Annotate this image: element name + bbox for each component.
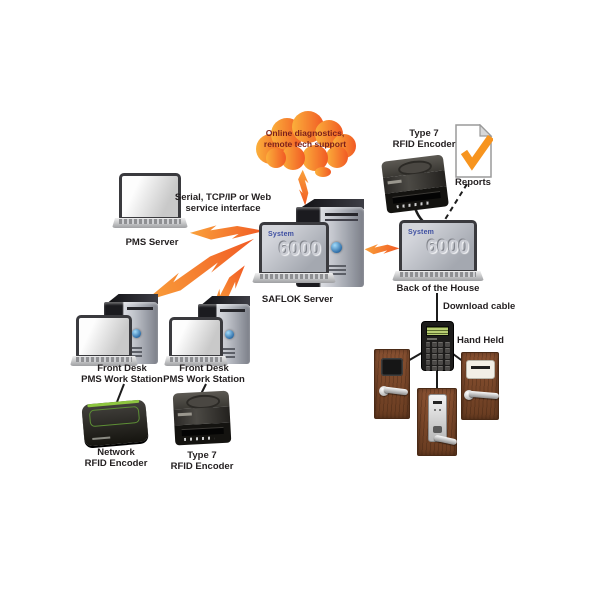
reports-document-icon xyxy=(455,123,495,183)
system-brand-text: System xyxy=(408,229,435,236)
net-enc-line-2: RFID Encoder xyxy=(84,458,148,470)
pms-server-laptop xyxy=(112,173,188,228)
card-slot xyxy=(471,366,490,369)
brand-tag xyxy=(387,179,403,185)
handheld-keypad xyxy=(425,342,450,371)
card-slot xyxy=(181,426,225,437)
door-lever xyxy=(468,390,500,400)
hand-held-label: Hand Held xyxy=(457,335,504,346)
saflok-server-label: SAFLOK Server xyxy=(261,294,334,305)
type7-bottom-line-1: Type 7 xyxy=(187,450,217,461)
back-of-house-label: Back of the House xyxy=(396,283,480,294)
cloud-text: Online diagnostics, remote tech support xyxy=(249,128,361,149)
fd1-laptop-base xyxy=(70,356,138,366)
lever-hub xyxy=(433,426,442,433)
cloud-shape xyxy=(256,111,356,177)
type7-bottom-line-2: RFID Encoder xyxy=(170,461,234,473)
interface-label: Serial, TCP/IP or Web service interface xyxy=(168,192,278,215)
cloud-line-1: Online diagnostics, xyxy=(265,128,345,138)
drive-slot xyxy=(324,219,358,221)
saflok-server-laptop: System 6000 xyxy=(252,222,336,283)
type7-bottom-label: Type 7 RFID Encoder xyxy=(142,450,262,473)
type7-top-label: Type 7 RFID Encoder xyxy=(372,128,476,151)
hand-held-device xyxy=(421,321,454,371)
vent-grill xyxy=(223,347,236,358)
power-orb-icon xyxy=(132,329,142,339)
rfid-pad-icon xyxy=(88,405,141,428)
cloud-line-2: remote tech support xyxy=(263,138,347,149)
type7-rfid-encoder-top xyxy=(381,154,449,214)
fd2-line-1: Front Desk xyxy=(179,363,229,374)
door-lever xyxy=(433,434,458,446)
drive-slot xyxy=(219,308,246,312)
encoder-front xyxy=(174,422,232,446)
brand-tag xyxy=(177,412,192,417)
boh-laptop-screen: System 6000 xyxy=(399,220,477,272)
keyboard xyxy=(259,274,329,279)
tower-top xyxy=(106,294,158,304)
keyboard xyxy=(169,357,223,362)
drive-slot xyxy=(324,213,358,217)
led-row xyxy=(183,436,215,441)
system-model-text: 6000 xyxy=(278,239,321,260)
vent-grill xyxy=(329,265,347,276)
front-desk-2-label: Front Desk PMS Work Station xyxy=(149,363,259,386)
card-reader-lock-icon xyxy=(466,360,495,379)
keyboard xyxy=(118,219,182,224)
network-rfid-encoder xyxy=(81,399,149,447)
door-left xyxy=(374,349,410,419)
system-brand-text: System xyxy=(268,231,295,238)
fd2-laptop-base xyxy=(164,356,228,366)
handheld-lcd xyxy=(426,326,449,336)
system-model-text: 6000 xyxy=(426,237,469,258)
led-dot xyxy=(434,409,436,411)
fd2-line-2: PMS Work Station xyxy=(163,374,245,386)
boh-laptop-base xyxy=(392,271,484,281)
tower-top xyxy=(200,296,250,306)
led-dot xyxy=(439,409,441,411)
keyboard xyxy=(76,357,132,362)
net-enc-line-1: Network xyxy=(97,447,135,458)
power-orb-icon xyxy=(331,242,343,254)
saflok-laptop-base xyxy=(252,273,336,283)
card-slot xyxy=(433,401,442,404)
fd1-line-1: Front Desk xyxy=(97,363,147,374)
saflok-laptop-screen: System 6000 xyxy=(259,222,329,274)
type7-top-line-1: Type 7 xyxy=(409,128,439,139)
reports-label: Reports xyxy=(455,177,491,188)
rfid-reader-lock-icon xyxy=(381,358,403,376)
interface-line-2: service interface xyxy=(185,203,261,215)
vent-grill xyxy=(130,347,143,358)
brand-tag xyxy=(91,436,111,441)
front-desk-1-label: Front Desk PMS Work Station xyxy=(67,363,177,386)
front-desk-1-laptop xyxy=(70,315,138,366)
fd2-laptop-screen xyxy=(169,317,223,357)
pms-laptop-screen xyxy=(119,173,181,219)
handheld-brand xyxy=(427,338,437,340)
online-diagnostics-cloud: Online diagnostics, remote tech support xyxy=(249,111,361,179)
door-right xyxy=(461,352,500,420)
back-of-house-laptop: System 6000 xyxy=(392,220,484,281)
interface-line-1: Serial, TCP/IP or Web xyxy=(174,192,272,203)
network-encoder-label: Network RFID Encoder xyxy=(56,447,176,470)
tower-top xyxy=(298,199,364,209)
fd1-laptop-screen xyxy=(76,315,132,357)
door-middle xyxy=(417,388,458,456)
power-orb-icon xyxy=(225,330,235,340)
front-desk-2-laptop xyxy=(164,317,228,366)
drive-slot xyxy=(126,306,154,310)
fd1-line-2: PMS Work Station xyxy=(81,374,163,386)
pms-server-label: PMS Server xyxy=(125,237,179,248)
keyboard xyxy=(400,272,476,277)
type7-top-line-2: RFID Encoder xyxy=(392,139,456,151)
pms-laptop-base xyxy=(112,218,188,228)
type7-rfid-encoder-bottom xyxy=(172,390,232,446)
download-cable-label: Download cable xyxy=(443,301,516,312)
